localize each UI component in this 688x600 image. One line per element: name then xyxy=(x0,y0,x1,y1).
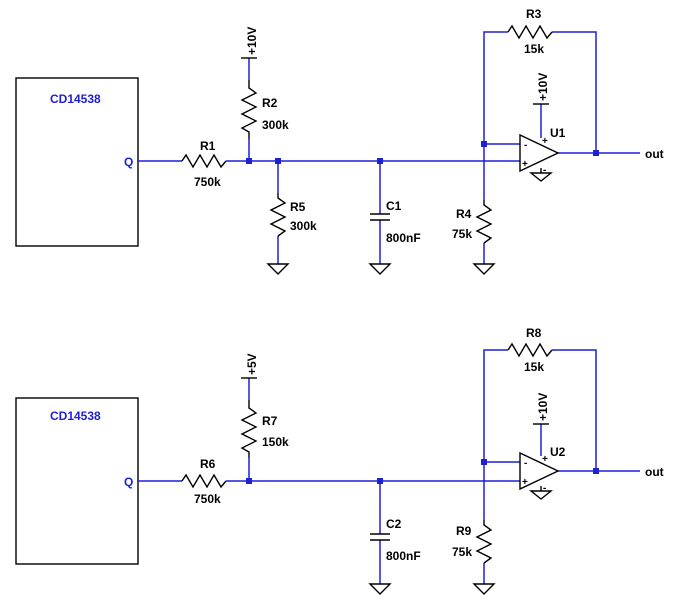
u2-supply-label: +10V xyxy=(536,393,550,421)
u2-name: U2 xyxy=(550,445,566,459)
r2-value: 300k xyxy=(262,118,289,132)
resistor-r7[interactable] xyxy=(240,400,258,458)
resistor-r5[interactable] xyxy=(269,193,287,237)
chip-label-2: CD14538 xyxy=(50,409,101,423)
r4-value: 75k xyxy=(452,227,472,241)
u2-minus: - xyxy=(524,458,527,469)
ground-symbol xyxy=(472,263,496,275)
ground-symbol xyxy=(368,263,392,275)
resistor-r3[interactable] xyxy=(507,24,553,40)
output-label-1: out xyxy=(645,147,664,161)
capacitor-c2[interactable] xyxy=(370,533,390,541)
c2-name: C2 xyxy=(386,517,402,531)
circuit-1: CD14538 Q R1 750k R2 300k +10V xyxy=(15,7,664,275)
u2-supply-minus: - xyxy=(543,483,546,494)
u1-supply-label: +10V xyxy=(536,73,550,101)
wire-fb-right-2 xyxy=(552,349,597,471)
r7-name: R7 xyxy=(262,414,278,428)
r9-name: R9 xyxy=(456,524,472,538)
r3-value: 15k xyxy=(524,42,544,56)
wire-fb-left-2 xyxy=(483,349,508,462)
c2-value: 800nF xyxy=(386,549,421,563)
ground-symbol xyxy=(529,490,553,500)
circuit-2: CD14538 Q R6 750k R7 150k +5V C2 xyxy=(15,326,664,595)
r9-value: 75k xyxy=(452,545,472,559)
junction-dot xyxy=(481,141,487,147)
resistor-r6[interactable] xyxy=(181,473,227,489)
opamp-u2[interactable] xyxy=(519,451,560,491)
junction-dot xyxy=(275,158,281,164)
resistor-r1[interactable] xyxy=(181,153,227,169)
u1-name: U1 xyxy=(550,126,566,140)
ground-symbol xyxy=(472,583,496,595)
output-label-2: out xyxy=(645,465,664,479)
u2-supply-plus: + xyxy=(542,454,548,465)
wire-fb-left-1 xyxy=(483,31,508,144)
wire-fb-right-1 xyxy=(552,31,597,153)
resistor-r9[interactable] xyxy=(475,520,493,564)
pin-q-label-1: Q xyxy=(124,155,133,169)
junction-dot xyxy=(593,468,599,474)
capacitor-c1[interactable] xyxy=(370,213,390,221)
resistor-r2[interactable] xyxy=(240,80,258,139)
r2-supply-label: +10V xyxy=(245,27,259,55)
r1-value: 750k xyxy=(194,175,221,189)
u2-plus: + xyxy=(522,477,528,488)
r5-value: 300k xyxy=(290,219,317,233)
chip-label-1: CD14538 xyxy=(50,92,101,106)
r7-supply-label: +5V xyxy=(245,353,259,375)
r6-value: 750k xyxy=(194,492,221,506)
r8-value: 15k xyxy=(524,360,544,374)
r8-name: R8 xyxy=(526,326,542,340)
r5-name: R5 xyxy=(290,200,306,214)
junction-dot xyxy=(377,478,383,484)
r1-name: R1 xyxy=(200,139,216,153)
ground-symbol xyxy=(266,263,290,275)
u1-supply-minus: - xyxy=(543,165,546,176)
ground-symbol xyxy=(529,172,553,182)
resistor-r4[interactable] xyxy=(475,200,493,244)
junction-dot xyxy=(593,150,599,156)
opamp-u1[interactable] xyxy=(519,133,560,173)
r7-value: 150k xyxy=(262,435,289,449)
c1-name: C1 xyxy=(386,199,402,213)
r3-name: R3 xyxy=(526,7,542,21)
junction-dot xyxy=(246,158,252,164)
resistor-r8[interactable] xyxy=(507,342,553,358)
junction-dot xyxy=(377,158,383,164)
cd14538-chip-1[interactable] xyxy=(15,77,139,247)
r6-name: R6 xyxy=(200,457,216,471)
pin-q-label-2: Q xyxy=(124,475,133,489)
r2-name: R2 xyxy=(262,96,278,110)
u1-minus: - xyxy=(524,140,527,151)
r4-name: R4 xyxy=(456,207,472,221)
u1-supply-plus: + xyxy=(542,136,548,147)
ground-symbol xyxy=(368,583,392,595)
c1-value: 800nF xyxy=(386,231,421,245)
u1-plus: + xyxy=(522,159,528,170)
junction-dot xyxy=(246,478,252,484)
junction-dot xyxy=(481,459,487,465)
